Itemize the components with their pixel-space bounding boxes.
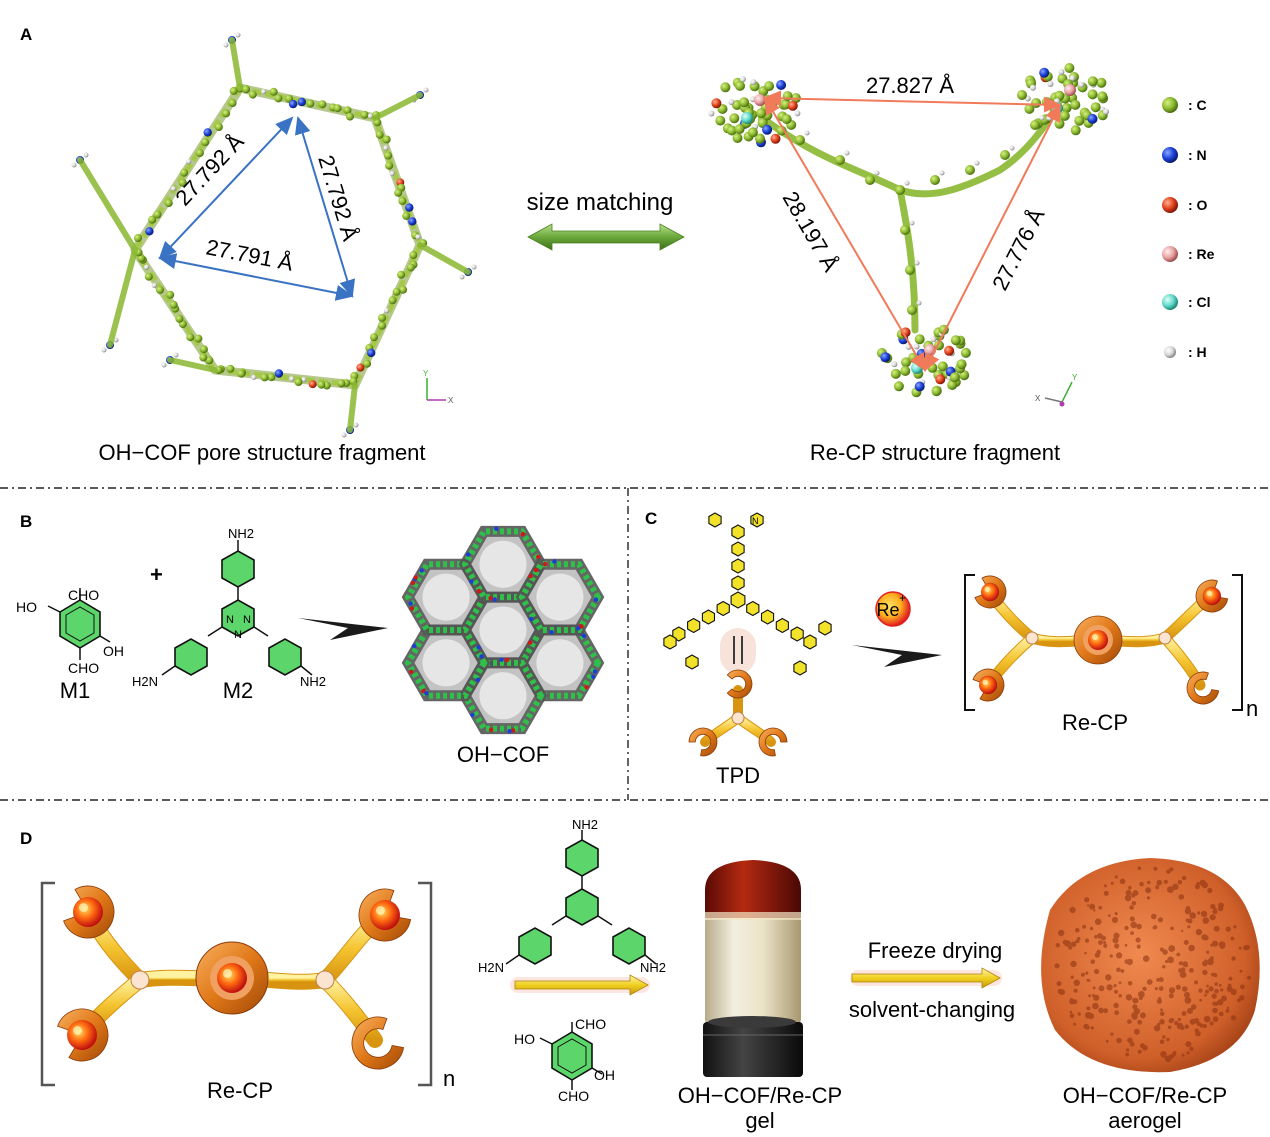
- gel-label-line2: gel: [745, 1108, 774, 1133]
- reaction-arrow-c: [852, 645, 942, 667]
- legend-re-swatch: [1162, 246, 1178, 262]
- recp-label-c: Re-CP: [1062, 710, 1128, 735]
- d-m2-molecule: NH2 H2N NH2: [478, 817, 666, 975]
- svg-text:CHO: CHO: [68, 660, 99, 676]
- recp-product-c: [964, 574, 1243, 711]
- legend-h-swatch: [1164, 346, 1176, 358]
- panel-d-letter: D: [20, 829, 32, 848]
- oh-cof-honeycomb: [401, 525, 605, 735]
- panel-a-letter: A: [20, 25, 32, 44]
- svg-text:HO: HO: [16, 599, 37, 615]
- reaction-arrow-b: [298, 618, 388, 640]
- recp-structure-fragment: [708, 63, 1109, 398]
- cof-pore-fragment: [71, 32, 477, 438]
- panel-b-letter: B: [20, 512, 32, 531]
- svg-text:OH: OH: [103, 643, 124, 659]
- aerogel-image: [1041, 858, 1260, 1073]
- svg-text:NH2: NH2: [640, 960, 666, 975]
- svg-text:N: N: [752, 516, 759, 526]
- m1-molecule: CHO HO CHO OH: [16, 587, 124, 676]
- re-charge: +: [899, 591, 906, 605]
- subscript-n-c: n: [1246, 696, 1258, 721]
- plus-sign: +: [150, 562, 163, 587]
- panel-c-letter: C: [645, 509, 657, 528]
- gel-label-line1: OH−COF/Re-CP: [678, 1083, 842, 1108]
- oh-cof-label: OH−COF: [457, 742, 549, 767]
- svg-text:Y: Y: [1072, 373, 1078, 382]
- legend-h-label: : H: [1188, 344, 1207, 360]
- cof-fragment-caption: OH−COF pore structure fragment: [98, 440, 425, 465]
- svg-text:CHO: CHO: [68, 587, 99, 603]
- svg-text:NH2: NH2: [572, 817, 598, 832]
- svg-text:OH: OH: [594, 1067, 615, 1083]
- d-m1-molecule: CHO HO OH CHO: [514, 1016, 615, 1104]
- cof-distance-label-2: 27.792 Å: [313, 152, 363, 244]
- aerogel-label-line2: aerogel: [1108, 1108, 1181, 1133]
- recp-distance-label-1: 27.827 Å: [866, 73, 954, 98]
- re-label: Re: [876, 600, 899, 620]
- gel-vial: [703, 860, 803, 1077]
- d-reaction-arrow-2: [851, 967, 1001, 989]
- size-matching-arrow: [527, 223, 685, 251]
- d-reaction-arrow-1: [514, 974, 649, 996]
- recp-product-d: [40, 881, 433, 1087]
- svg-text:H2N: H2N: [132, 674, 158, 689]
- svg-text:Y: Y: [423, 369, 429, 378]
- recp-distance-line-2: [763, 96, 927, 372]
- svg-text:HO: HO: [514, 1031, 535, 1047]
- svg-text:NH2: NH2: [300, 674, 326, 689]
- recp-distance-label-3: 27.776 Å: [987, 204, 1049, 294]
- cof-distance-arrow-1: [158, 116, 294, 260]
- svg-text:H2N: H2N: [478, 960, 504, 975]
- axis-indicator-right: X Y: [1035, 373, 1078, 407]
- cof-distance-arrow-3: [158, 253, 354, 301]
- legend-o-label: : O: [1188, 197, 1208, 213]
- m2-molecule: NH2 N N N H2N NH2: [132, 526, 326, 689]
- legend-cl-swatch: [1162, 294, 1178, 310]
- svg-text:N: N: [243, 614, 251, 626]
- size-matching-label: size matching: [527, 189, 674, 216]
- solvent-changing-label: solvent-changing: [849, 997, 1015, 1022]
- legend-cl-label: : Cl: [1188, 294, 1211, 310]
- legend-c-swatch: [1162, 97, 1178, 113]
- equivalence-highlight: [720, 628, 756, 674]
- svg-text:CHO: CHO: [575, 1016, 606, 1032]
- re-cation-badge: [875, 591, 911, 627]
- aerogel-label-line1: OH−COF/Re-CP: [1063, 1083, 1227, 1108]
- m2-label: M2: [223, 678, 254, 703]
- svg-text:NH2: NH2: [228, 526, 254, 541]
- legend-c-label: : C: [1188, 97, 1207, 113]
- svg-text:N: N: [226, 614, 234, 626]
- recp-label-d: Re-CP: [207, 1078, 273, 1103]
- svg-text:X: X: [448, 396, 454, 405]
- svg-text:N: N: [234, 629, 242, 641]
- recp-distance-line-1: [763, 90, 1062, 113]
- m1-label: M1: [60, 678, 91, 703]
- tpd-cartoon: [688, 669, 788, 757]
- tpd-label: TPD: [716, 763, 760, 788]
- recp-distance-label-2: 28.197 Å: [778, 187, 844, 276]
- recp-fragment-caption: Re-CP structure fragment: [810, 440, 1060, 465]
- legend-n-swatch: [1162, 147, 1178, 163]
- legend-n-label: : N: [1188, 147, 1207, 163]
- axis-indicator-left: Y X: [423, 369, 454, 405]
- svg-text:CHO: CHO: [558, 1088, 589, 1104]
- tpd-ligand: N: [663, 512, 832, 676]
- freeze-drying-label: Freeze drying: [868, 938, 1003, 963]
- legend-re-label: : Re: [1188, 246, 1215, 262]
- legend-o-swatch: [1162, 197, 1178, 213]
- subscript-n-d: n: [443, 1066, 455, 1091]
- svg-text:X: X: [1035, 394, 1041, 403]
- recp-distance-line-3: [924, 103, 1061, 372]
- atom-legend: : C : N : O : Re : Cl : H: [1162, 97, 1215, 360]
